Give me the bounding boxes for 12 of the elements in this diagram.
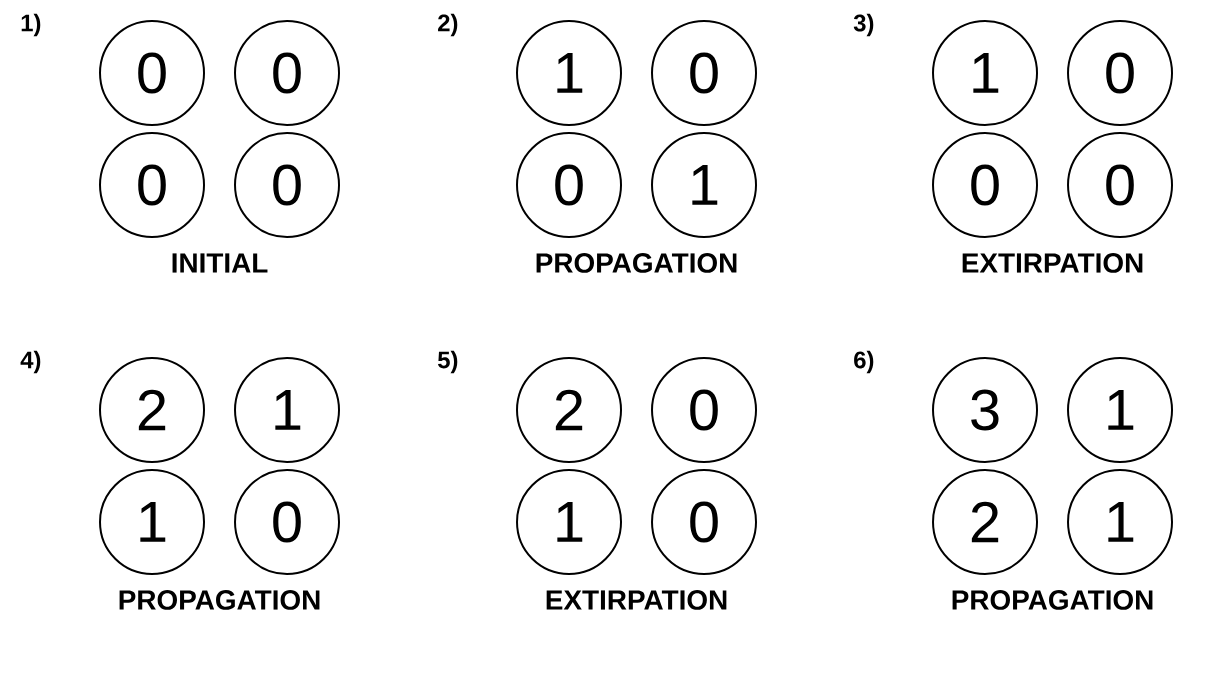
step-caption: INITIAL (172, 253, 268, 273)
step-number: 6) (854, 350, 874, 374)
step-number: 1) (21, 13, 41, 37)
step-caption: EXTIRPATION (962, 253, 1143, 273)
step-caption: PROPAGATION (952, 590, 1153, 610)
step-caption: PROPAGATION (119, 590, 320, 610)
step-number: 5) (437, 350, 458, 374)
step-caption: PROPAGATION (536, 253, 737, 273)
step-number: 4) (20, 350, 41, 374)
step-number: 3) (853, 13, 874, 37)
step-caption: EXTIRPATION (546, 590, 727, 610)
step-number: 2) (438, 13, 458, 37)
